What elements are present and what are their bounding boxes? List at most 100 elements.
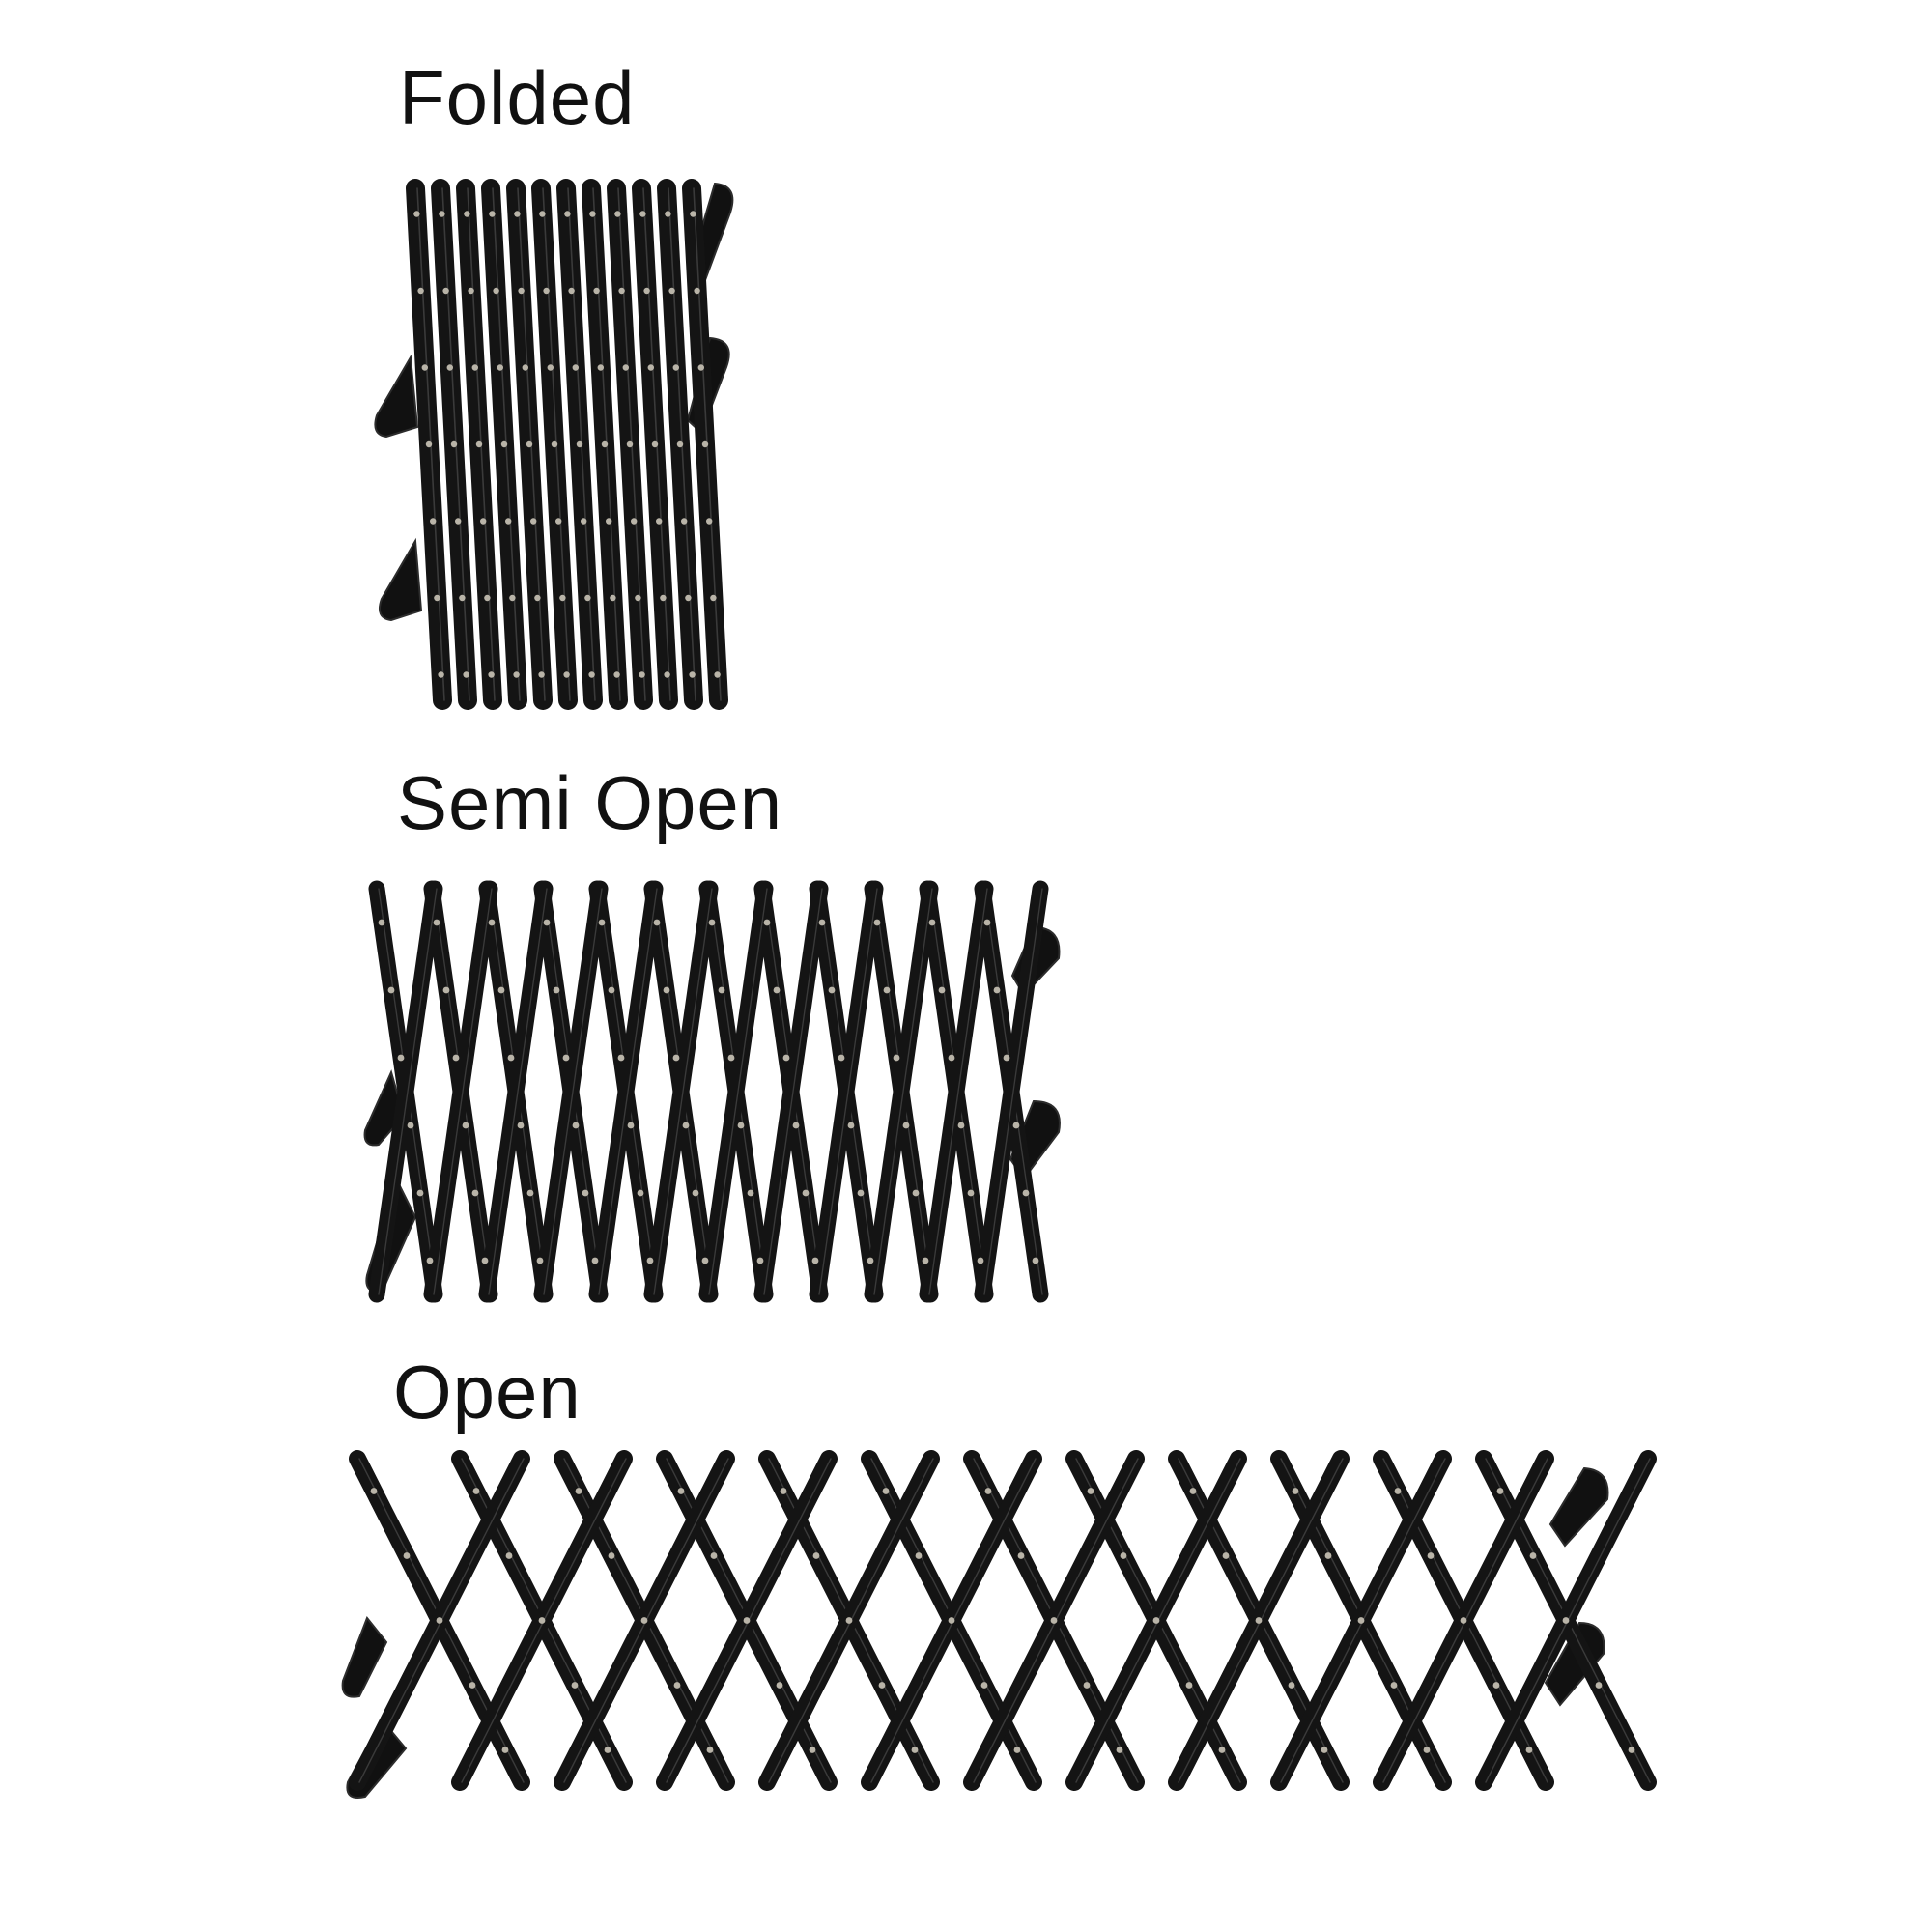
rivet — [1390, 1682, 1398, 1689]
rivet — [1288, 1682, 1295, 1689]
rivet — [469, 1682, 476, 1689]
rivet — [543, 287, 550, 295]
rivet — [442, 986, 450, 994]
rivet — [488, 671, 495, 678]
rivet — [568, 287, 575, 295]
rivet — [646, 1257, 654, 1264]
rivet — [539, 211, 546, 217]
rivet — [664, 671, 670, 678]
rivet — [878, 1682, 886, 1689]
rivet — [1189, 1488, 1197, 1494]
rivet — [882, 1488, 890, 1494]
semi-open-gate-drawing — [363, 880, 1061, 1303]
rivet — [505, 518, 512, 525]
rivet — [1357, 1617, 1365, 1624]
rivet — [694, 287, 700, 295]
rivet — [438, 671, 444, 678]
rivet — [718, 986, 725, 994]
rivet — [983, 919, 991, 926]
rivet — [598, 919, 606, 926]
rivet — [450, 440, 458, 448]
rivet — [581, 518, 587, 525]
rivet — [776, 1682, 783, 1689]
gate-slat-highlight — [818, 888, 878, 1295]
rivet — [967, 1189, 975, 1197]
rivet — [993, 986, 1001, 994]
gate-end-tab — [1548, 1466, 1609, 1548]
gate-slat — [753, 880, 829, 1303]
rivet — [1116, 1747, 1123, 1753]
rivet — [536, 1257, 544, 1264]
rivet — [668, 287, 675, 295]
gate-slat-highlight — [433, 888, 493, 1295]
rivet — [481, 1257, 489, 1264]
rivet — [417, 287, 424, 295]
rivet — [681, 518, 688, 525]
rivet — [576, 440, 583, 448]
rivet — [756, 1257, 764, 1264]
rivet — [618, 287, 625, 295]
rivet — [426, 1257, 434, 1264]
rivet — [812, 1552, 820, 1559]
rivet — [747, 1189, 754, 1197]
rivet — [397, 1054, 405, 1062]
open-gate-image — [338, 1430, 1657, 1816]
rivet — [522, 364, 528, 371]
gate-end-tab — [379, 537, 423, 622]
semi-open-label: Semi Open — [397, 760, 783, 845]
rivet — [472, 1488, 480, 1494]
rivet — [737, 1122, 745, 1129]
rivet — [809, 1747, 816, 1753]
rivet — [463, 671, 469, 678]
gate-slat — [698, 880, 774, 1303]
rivet — [430, 518, 437, 525]
rivet — [433, 919, 440, 926]
rivet — [572, 364, 579, 371]
rivet — [403, 1552, 411, 1559]
folded-gate-drawing — [374, 179, 734, 710]
rivet — [708, 919, 716, 926]
rivet — [1152, 1617, 1160, 1624]
rivet — [948, 1054, 955, 1062]
rivet — [606, 518, 612, 525]
rivet — [626, 440, 634, 448]
rivet — [710, 1552, 718, 1559]
gate-slat — [533, 880, 609, 1303]
rivet — [690, 211, 696, 217]
rivet — [518, 287, 525, 295]
rivet — [948, 1617, 955, 1624]
folded-gate-image — [357, 174, 744, 715]
rivet — [436, 1617, 443, 1624]
rivet — [614, 211, 621, 217]
rivet — [706, 518, 713, 525]
rivet — [547, 364, 554, 371]
rivet — [572, 1122, 580, 1129]
rivet — [811, 1257, 819, 1264]
rivet — [672, 1054, 680, 1062]
rivet — [692, 1189, 699, 1197]
rivet — [555, 518, 562, 525]
rivet — [589, 211, 596, 217]
semi-open-gate-image — [357, 869, 1077, 1323]
rivet — [1087, 1488, 1094, 1494]
gate-end-tab — [1544, 1621, 1605, 1707]
rivet — [514, 211, 521, 217]
rivet — [530, 518, 537, 525]
rivet — [604, 1747, 611, 1753]
gate-slat-highlight — [873, 888, 933, 1295]
rivet — [575, 1488, 582, 1494]
rivet — [480, 518, 487, 525]
rivet — [484, 594, 491, 602]
rivet — [610, 594, 616, 602]
rivet — [672, 364, 679, 371]
rivet — [551, 440, 558, 448]
rivet — [706, 1747, 714, 1753]
rivet — [471, 1189, 479, 1197]
rivet — [489, 211, 496, 217]
gate-slat — [643, 880, 719, 1303]
gate-slat-highlight — [763, 888, 823, 1295]
rivet — [763, 919, 771, 926]
rivet — [526, 1189, 534, 1197]
rivet — [1120, 1552, 1127, 1559]
rivet — [1492, 1682, 1500, 1689]
